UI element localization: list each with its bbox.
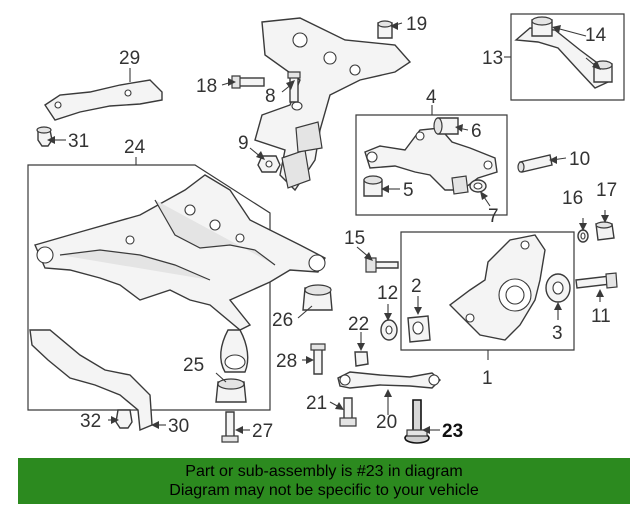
rear-suspension-diagram: 1 2 3 4 5 6 7 8 9 10 11 12 13 14 15 16 1… bbox=[27, 13, 625, 444]
leader-lines bbox=[47, 22, 609, 434]
subframe-group bbox=[27, 157, 333, 411]
callout-19: 19 bbox=[406, 14, 427, 35]
crossmember-group bbox=[231, 17, 412, 192]
callout-28: 28 bbox=[276, 351, 297, 372]
callout-4: 4 bbox=[426, 87, 437, 108]
callout-15: 15 bbox=[344, 228, 365, 249]
callout-29: 29 bbox=[119, 48, 140, 69]
callout-27: 27 bbox=[252, 421, 273, 442]
callout-17: 17 bbox=[596, 180, 617, 201]
bracket-29-group bbox=[36, 68, 163, 147]
callout-10: 10 bbox=[569, 149, 590, 170]
callout-labels: 1 2 3 4 5 6 7 8 9 10 11 12 13 14 15 16 1… bbox=[68, 14, 617, 442]
callout-2: 2 bbox=[411, 276, 422, 297]
link-20-group bbox=[310, 343, 442, 427]
callout-18: 18 bbox=[196, 76, 217, 97]
callout-30: 30 bbox=[168, 416, 189, 437]
callout-25: 25 bbox=[183, 355, 204, 376]
control-arm-4-group bbox=[355, 105, 508, 216]
banner-line-disclaimer: Diagram may not be specific to your vehi… bbox=[169, 482, 479, 499]
callout-22: 22 bbox=[348, 314, 369, 335]
callout-11: 11 bbox=[591, 306, 611, 327]
banner-line-part: Part or sub-assembly is #23 in diagram bbox=[185, 463, 463, 480]
part-info-banner: Part or sub-assembly is #23 in diagram D… bbox=[18, 458, 630, 504]
bolt-23 bbox=[404, 399, 430, 444]
sleeve-10-group bbox=[517, 154, 615, 243]
callout-23: 23 bbox=[442, 421, 463, 442]
callout-1: 1 bbox=[482, 368, 493, 389]
callout-12: 12 bbox=[377, 283, 398, 304]
callout-26: 26 bbox=[272, 310, 293, 331]
knuckle-1-group bbox=[380, 231, 575, 360]
callout-24: 24 bbox=[124, 137, 146, 158]
callout-9: 9 bbox=[238, 133, 249, 154]
callout-20: 20 bbox=[376, 412, 397, 433]
callout-8: 8 bbox=[265, 86, 276, 107]
callout-5: 5 bbox=[403, 180, 414, 201]
callout-14: 14 bbox=[585, 25, 607, 46]
callout-13: 13 bbox=[482, 48, 503, 69]
upper-arm-13-group bbox=[504, 13, 625, 101]
callout-3: 3 bbox=[552, 323, 563, 344]
bolts-11-15-group bbox=[365, 257, 618, 289]
callout-7: 7 bbox=[488, 206, 499, 227]
callout-6: 6 bbox=[471, 121, 482, 142]
bracket-30-group bbox=[29, 329, 239, 443]
callout-16: 16 bbox=[562, 188, 583, 209]
callout-31: 31 bbox=[68, 131, 89, 152]
callout-21: 21 bbox=[306, 393, 327, 414]
callout-32: 32 bbox=[80, 411, 101, 432]
